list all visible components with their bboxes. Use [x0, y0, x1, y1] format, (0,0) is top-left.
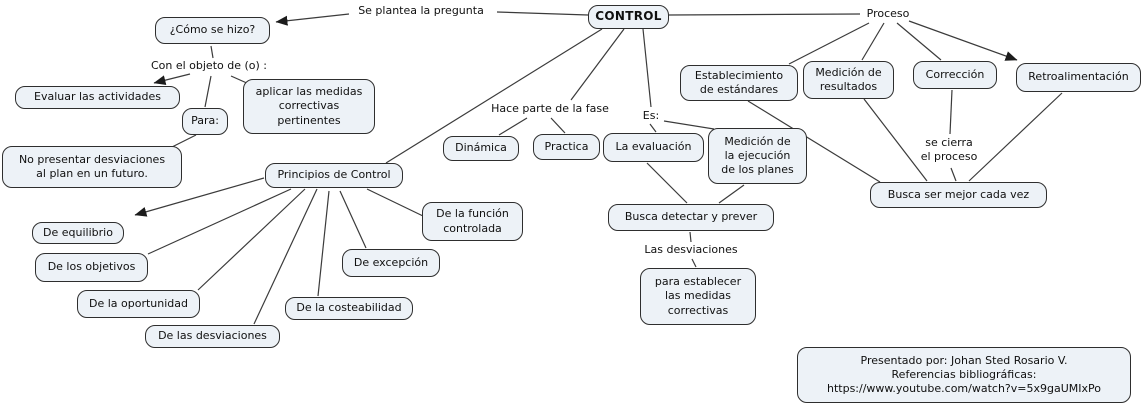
edge-se-plantea-como-se-hizo	[275, 13, 350, 26]
node-de-equilibrio[interactable]: De equilibrio	[32, 222, 124, 244]
edge-hace-parte-dinamica	[498, 117, 528, 136]
edge-con-el-objeto-para	[204, 75, 212, 108]
edge-establecimiento-busca-mejor	[747, 100, 881, 183]
node-dinamica[interactable]: Dinámica	[443, 136, 519, 161]
linking-phrase-con-el-objeto[interactable]: Con el objeto de (o) :	[150, 59, 268, 72]
edge-como-se-hizo-con-el-objeto	[210, 45, 214, 59]
node-para[interactable]: Para:	[182, 108, 228, 135]
edge-principios-de-la-funcion	[366, 188, 424, 217]
edge-control-proceso	[668, 13, 861, 16]
linking-phrase-se-cierra-el-proceso[interactable]: se cierra el proceso	[920, 136, 978, 163]
edge-medicion-ejecucion-busca-detectar	[718, 184, 745, 204]
node-correccion[interactable]: Corrección	[913, 61, 997, 89]
linking-phrase-hace-parte-de-la-fase[interactable]: Hace parte de la fase	[491, 102, 609, 115]
edge-control-principios	[385, 28, 603, 164]
node-como-se-hizo[interactable]: ¿Cómo se hizo?	[155, 17, 270, 44]
edge-proceso-retroalimentacion	[908, 20, 1018, 61]
node-busca-ser-mejor[interactable]: Busca ser mejor cada vez	[870, 182, 1047, 208]
node-de-la-funcion-controlada[interactable]: De la función controlada	[422, 202, 523, 241]
edge-control-hace-parte	[570, 28, 625, 101]
node-no-presentar-desviaciones[interactable]: No presentar desviaciones al plan en un …	[2, 146, 182, 188]
linking-phrase-proceso[interactable]: Proceso	[866, 7, 910, 20]
node-credits[interactable]: Presentado por: Johan Sted Rosario V. Re…	[797, 347, 1131, 403]
node-de-excepcion[interactable]: De excepción	[342, 249, 440, 277]
edge-proceso-establecimiento	[788, 22, 870, 65]
edge-principios-de-las-desviaciones	[253, 188, 318, 325]
edge-principios-de-los-objetivos	[147, 188, 292, 255]
edge-para-no-presentar	[171, 134, 197, 148]
node-busca-detectar-prever[interactable]: Busca detectar y prever	[608, 204, 774, 231]
edge-principios-de-la-oportunidad	[197, 188, 306, 291]
node-control[interactable]: CONTROL	[588, 5, 669, 29]
edge-proceso-medicion-resultados	[861, 22, 885, 61]
node-de-los-objetivos[interactable]: De los objetivos	[35, 253, 148, 282]
edge-principios-de-equilibrio	[134, 177, 265, 217]
node-la-evaluacion[interactable]: La evaluación	[603, 133, 704, 162]
edge-se-cierra-busca-mejor	[950, 167, 957, 182]
node-para-establecer-medidas[interactable]: para establecer las medidas correctivas	[640, 268, 756, 325]
edge-retroalimentacion-busca-mejor	[968, 92, 1063, 182]
edge-hace-parte-practica	[550, 117, 566, 134]
node-principios-de-control[interactable]: Principios de Control	[265, 163, 403, 188]
edge-proceso-correccion	[896, 22, 942, 61]
node-de-la-costeabilidad[interactable]: De la costeabilidad	[285, 297, 413, 320]
edge-es-medicion-ejecucion	[663, 120, 715, 130]
node-retroalimentacion[interactable]: Retroalimentación	[1016, 63, 1141, 92]
node-establecimiento-estandares[interactable]: Establecimiento de estándares	[680, 65, 798, 101]
edge-busca-detectar-las-desviaciones	[689, 231, 692, 243]
node-de-las-desviaciones[interactable]: De las desviaciones	[145, 325, 280, 348]
node-de-la-oportunidad[interactable]: De la oportunidad	[77, 290, 200, 318]
edge-con-el-objeto-evaluar	[153, 73, 191, 86]
edge-correccion-se-cierra	[949, 89, 953, 135]
node-medicion-ejecucion-planes[interactable]: Medición de la ejecución de los planes	[708, 128, 807, 184]
edge-medicion-resultados-busca-mejor	[863, 98, 928, 182]
linking-phrase-es[interactable]: Es:	[642, 109, 660, 122]
linking-phrase-las-desviaciones[interactable]: Las desviaciones	[644, 243, 738, 256]
edge-principios-de-excepcion	[339, 190, 367, 249]
node-medicion-resultados[interactable]: Medición de resultados	[803, 61, 894, 99]
node-evaluar-actividades[interactable]: Evaluar las actividades	[15, 86, 180, 109]
edge-principios-de-la-costeabilidad	[317, 190, 330, 297]
edge-la-evaluacion-busca-detectar	[646, 162, 688, 204]
edge-es-la-evaluacion	[649, 123, 657, 133]
edge-control-se-plantea	[496, 11, 589, 16]
node-practica[interactable]: Practica	[533, 134, 600, 160]
linking-phrase-se-plantea-la-pregunta[interactable]: Se plantea la pregunta	[358, 4, 484, 17]
edge-las-desviaciones-para-establecer	[691, 258, 697, 268]
node-aplicar-medidas[interactable]: aplicar las medidas correctivas pertinen…	[243, 79, 375, 134]
edge-control-es	[642, 28, 652, 108]
